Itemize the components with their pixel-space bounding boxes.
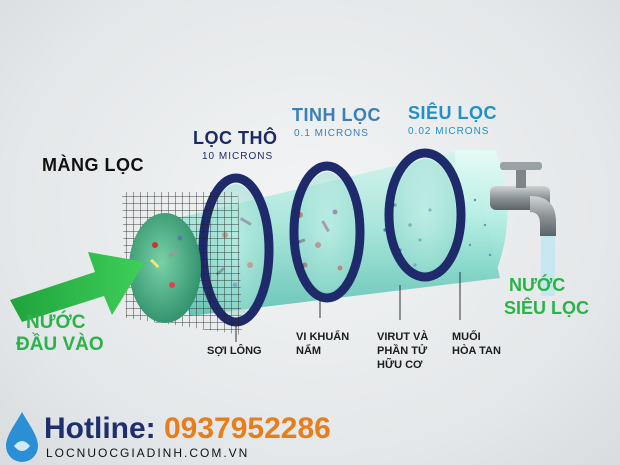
caption-bacteria-1: VI KHUẨN	[296, 331, 350, 343]
faucet-icon	[490, 162, 556, 296]
ultra-filter-sub: 0.02 MICRONS	[408, 126, 490, 137]
fine-filter-title: TINH LỌC	[292, 105, 381, 125]
fine-filter-sub: 0.1 MICRONS	[294, 128, 369, 139]
hotline-label: Hotline:	[44, 412, 156, 445]
caption-virus-2: PHẦN TỬ	[377, 345, 428, 357]
inflow-arrow-icon	[10, 252, 145, 322]
water-drop-icon	[6, 412, 38, 462]
input-water-line2: ĐẦU VÀO	[16, 334, 104, 355]
hotline: Hotline: 0937952286	[44, 412, 331, 446]
caption-salts-1: MUỐI	[452, 331, 481, 343]
output-water-line1: NƯỚC	[509, 275, 566, 295]
website-link[interactable]: LOCNUOCGIADINH.COM.VN	[46, 446, 250, 460]
leader-lines	[235, 272, 461, 342]
input-water-line1: NƯỚC	[26, 312, 86, 333]
output-water-line2: SIÊU LỌC	[504, 298, 590, 318]
ultra-filter-title: SIÊU LỌC	[408, 103, 498, 123]
membrane-label: MÀNG LỌC	[42, 155, 144, 175]
caption-virus-1: VIRUT VÀ	[377, 331, 429, 343]
caption-fibers: SỢI LÔNG	[207, 345, 262, 357]
caption-bacteria-2: NẤM	[296, 345, 322, 357]
hotline-number[interactable]: 0937952286	[164, 412, 331, 445]
caption-virus-3: HỮU CƠ	[377, 359, 423, 371]
inlet-disc	[129, 213, 201, 323]
ultra-filter-ring	[384, 148, 466, 282]
caption-salts-2: HÒA TAN	[452, 345, 501, 357]
coarse-filter-title: LỌC THÔ	[193, 128, 278, 148]
fine-filter-ring	[289, 161, 365, 303]
coarse-filter-sub: 10 MICRONS	[202, 151, 274, 162]
